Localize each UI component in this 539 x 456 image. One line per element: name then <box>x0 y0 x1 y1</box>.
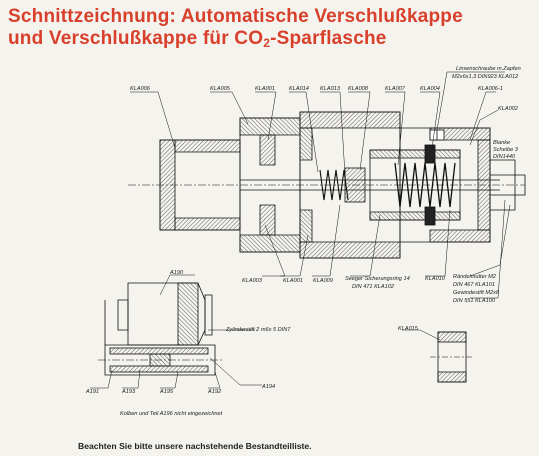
label-a190: A190 <box>169 270 184 276</box>
title-line-2-prefix: und Verschlußkappe für CO <box>8 28 264 49</box>
label-kla015: KLA015 <box>398 326 419 332</box>
label-a194: A194 <box>261 384 275 390</box>
label-kla001-bottom: KLA001 <box>283 278 303 284</box>
title-line-2: und Verschlußkappe für CO2-Sparflasche <box>8 28 387 50</box>
label-kolben-note: Kolben und Teil A196 nicht eingezeichnet <box>120 411 223 417</box>
title-subscript: 2 <box>263 36 271 50</box>
label-kla003: KLA003 <box>242 278 263 284</box>
label-a191: A191 <box>85 389 99 395</box>
label-kla013: KLA013 <box>320 86 341 92</box>
label-kla005: KLA005 <box>210 86 231 92</box>
label-blanke-2: Scheibe 3 <box>493 147 519 153</box>
label-kla010: KLA010 <box>425 276 446 282</box>
label-linsenschraube-1: Linsenschraube m.Zapfen <box>456 66 521 72</box>
label-blanke-1: Blanke <box>493 140 510 146</box>
footer-note: Beachten Sie bitte unsere nachstehende B… <box>78 441 312 451</box>
label-kla006-1: KLA006-1 <box>478 86 503 92</box>
label-blanke-3: DIN1440 <box>493 154 516 160</box>
label-zylinderstift: Zylinderstift 2 m6x 5 DIN7 <box>225 327 291 333</box>
label-a192: A192 <box>207 389 222 395</box>
leader-lines <box>130 71 511 299</box>
label-raendelmutter-2: DIN 467 KLA101 <box>453 282 495 288</box>
label-a195: A195 <box>159 389 174 395</box>
secondary-part <box>98 282 222 376</box>
title-line-2-suffix: -Sparflasche <box>270 28 387 49</box>
label-kla002: KLA002 <box>498 106 519 112</box>
label-kla006: KLA006 <box>130 86 151 92</box>
label-kla004: KLA004 <box>420 86 440 92</box>
label-seeger-1: Seeger Sicherungsring 14 <box>345 276 410 282</box>
label-kla008: KLA008 <box>348 86 369 92</box>
main-assembly <box>128 111 526 259</box>
title-line-1: Schnittzeichnung: Automatische Verschluß… <box>8 6 463 27</box>
label-kla009: KLA009 <box>313 278 333 284</box>
label-gewindestift-2: DIN 551 KLA100 <box>453 298 496 304</box>
kla015-part <box>402 329 474 383</box>
label-linsenschraube-2: M2x6x1,3 DIN923 KLA012 <box>452 74 519 80</box>
label-a193: A193 <box>121 389 136 395</box>
label-kla001-top: KLA001 <box>255 86 275 92</box>
label-seeger-2: DIN 471 KLA102 <box>352 284 395 290</box>
label-raendelmutter-1: Rändelmutter M2 <box>453 274 497 280</box>
label-kla014: KLA014 <box>289 86 309 92</box>
label-gewindestift-1: Gewindestift M2x8 <box>453 290 500 296</box>
label-kla007: KLA007 <box>385 86 406 92</box>
